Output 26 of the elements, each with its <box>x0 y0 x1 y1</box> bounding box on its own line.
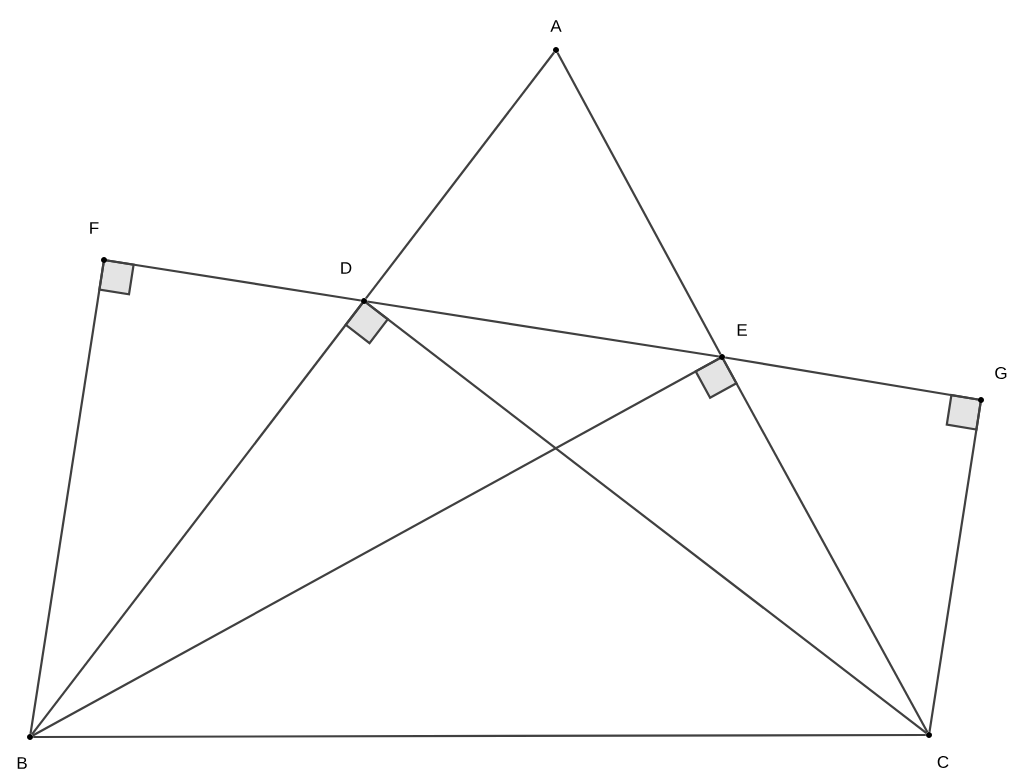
line-segment <box>29 263 105 734</box>
point: B <box>17 734 33 769</box>
line-segment <box>556 52 722 355</box>
point: D <box>341 262 367 304</box>
line-segment <box>725 356 979 401</box>
node-label: G <box>995 366 1007 380</box>
point: G <box>978 366 1007 403</box>
point: C <box>926 732 949 768</box>
node-label: A <box>550 20 562 32</box>
line-segment <box>107 259 362 302</box>
line-segment <box>32 357 720 737</box>
point: E <box>719 324 747 360</box>
node-label: E <box>737 324 747 336</box>
line-segment <box>365 302 928 734</box>
node-label: D <box>341 262 352 274</box>
line-segment <box>31 302 363 736</box>
line-segment <box>928 403 982 732</box>
node-label: C <box>937 755 949 769</box>
line-segment <box>33 733 926 739</box>
node-label: F <box>90 222 99 234</box>
point: A <box>550 20 562 53</box>
line-segment <box>367 300 720 358</box>
line-segment <box>722 359 929 733</box>
node-label: B <box>17 757 27 769</box>
point: F <box>90 222 107 263</box>
line-segment <box>365 51 555 300</box>
